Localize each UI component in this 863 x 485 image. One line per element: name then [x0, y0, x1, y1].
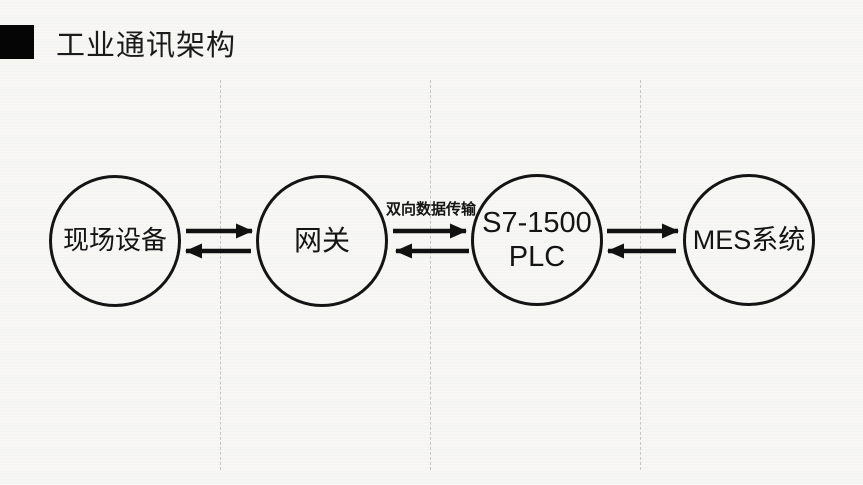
node-field-devices-label: 现场设备 — [62, 225, 167, 256]
node-gateway-label: 网关 — [293, 225, 350, 257]
edge-label-bidirectional-data: 双向数据传输 — [386, 201, 477, 218]
node-mes-system-label: MES系统 — [692, 224, 806, 255]
node-mes-system: MES系统 — [683, 174, 815, 306]
node-s7-1500-plc: S7-1500 PLC — [471, 174, 603, 306]
node-gateway: 网关 — [256, 175, 388, 307]
node-plc-label-line2: PLC — [508, 241, 566, 273]
node-s7-1500-plc-label: S7-1500 PLC — [482, 206, 592, 274]
node-field-devices: 现场设备 — [49, 175, 181, 307]
section-divider-3 — [640, 80, 641, 470]
node-plc-label-line1: S7-1500 — [482, 206, 592, 239]
section-divider-2 — [430, 80, 431, 470]
title-marker-square — [0, 25, 34, 59]
page-title: 工业通讯架构 — [56, 30, 237, 62]
section-divider-1 — [220, 80, 221, 470]
